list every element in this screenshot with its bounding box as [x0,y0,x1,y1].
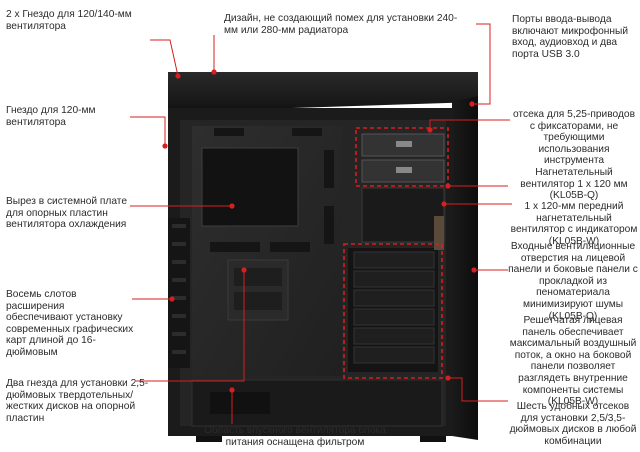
highlight-drive-cage [343,243,443,379]
leader-fan-slot-rear [130,116,166,146]
leader-ssd-mounts [136,270,245,382]
intake-fan-box [361,187,445,243]
label-cpu-cutout: Вырез в системной плате для опорных плас… [6,196,128,231]
highlight-525-bays [355,127,449,187]
case-top-panel [168,72,478,112]
expansion-slot-bracket [168,218,190,368]
label-drive-bays-35: Шесть удобных отсеков для установки 2,5/… [509,401,637,447]
label-fan-slot-rear: Гнездо для 120-мм вентилятора [6,105,96,128]
label-expansion-slots: Восемь слотов расширения обеспечивают ус… [6,289,134,358]
label-mesh-front: Решетчатая лицевая панель обеспечивает м… [509,315,637,408]
label-psu-fan-filter: Область впускного вентилятора блока пита… [204,425,386,448]
label-io-ports: Порты ввода-вывода включают микрофонный … [512,14,629,60]
label-intake-fan: Нагнетательный вентилятор 1 х 120 мм (KL… [520,167,628,202]
label-front-fan-led: 1 х 120-мм передний нагнетательный венти… [510,201,638,247]
leader-drive-bays-525 [429,119,510,130]
label-drive-bays-525: отсека для 5,25-приводов с фиксаторами, … [512,109,636,167]
leader-fan-slot-top [150,39,179,77]
leader-drive-bays-35 [448,377,508,402]
label-top-design: Дизайн, не создающий помех для установки… [224,13,458,36]
cpu-cutout-shape [201,147,299,227]
case-front-panel [452,96,478,440]
label-vent-holes: Входные вентиляционные отверстия на лице… [508,241,638,322]
label-fan-slot-top: 2 х Гнездо для 120/140-мм вентилятора [6,9,132,32]
label-ssd-mounts: Два гнезда для установки 2,5-дюймовых тв… [6,378,149,424]
leader-io-ports [472,23,491,105]
